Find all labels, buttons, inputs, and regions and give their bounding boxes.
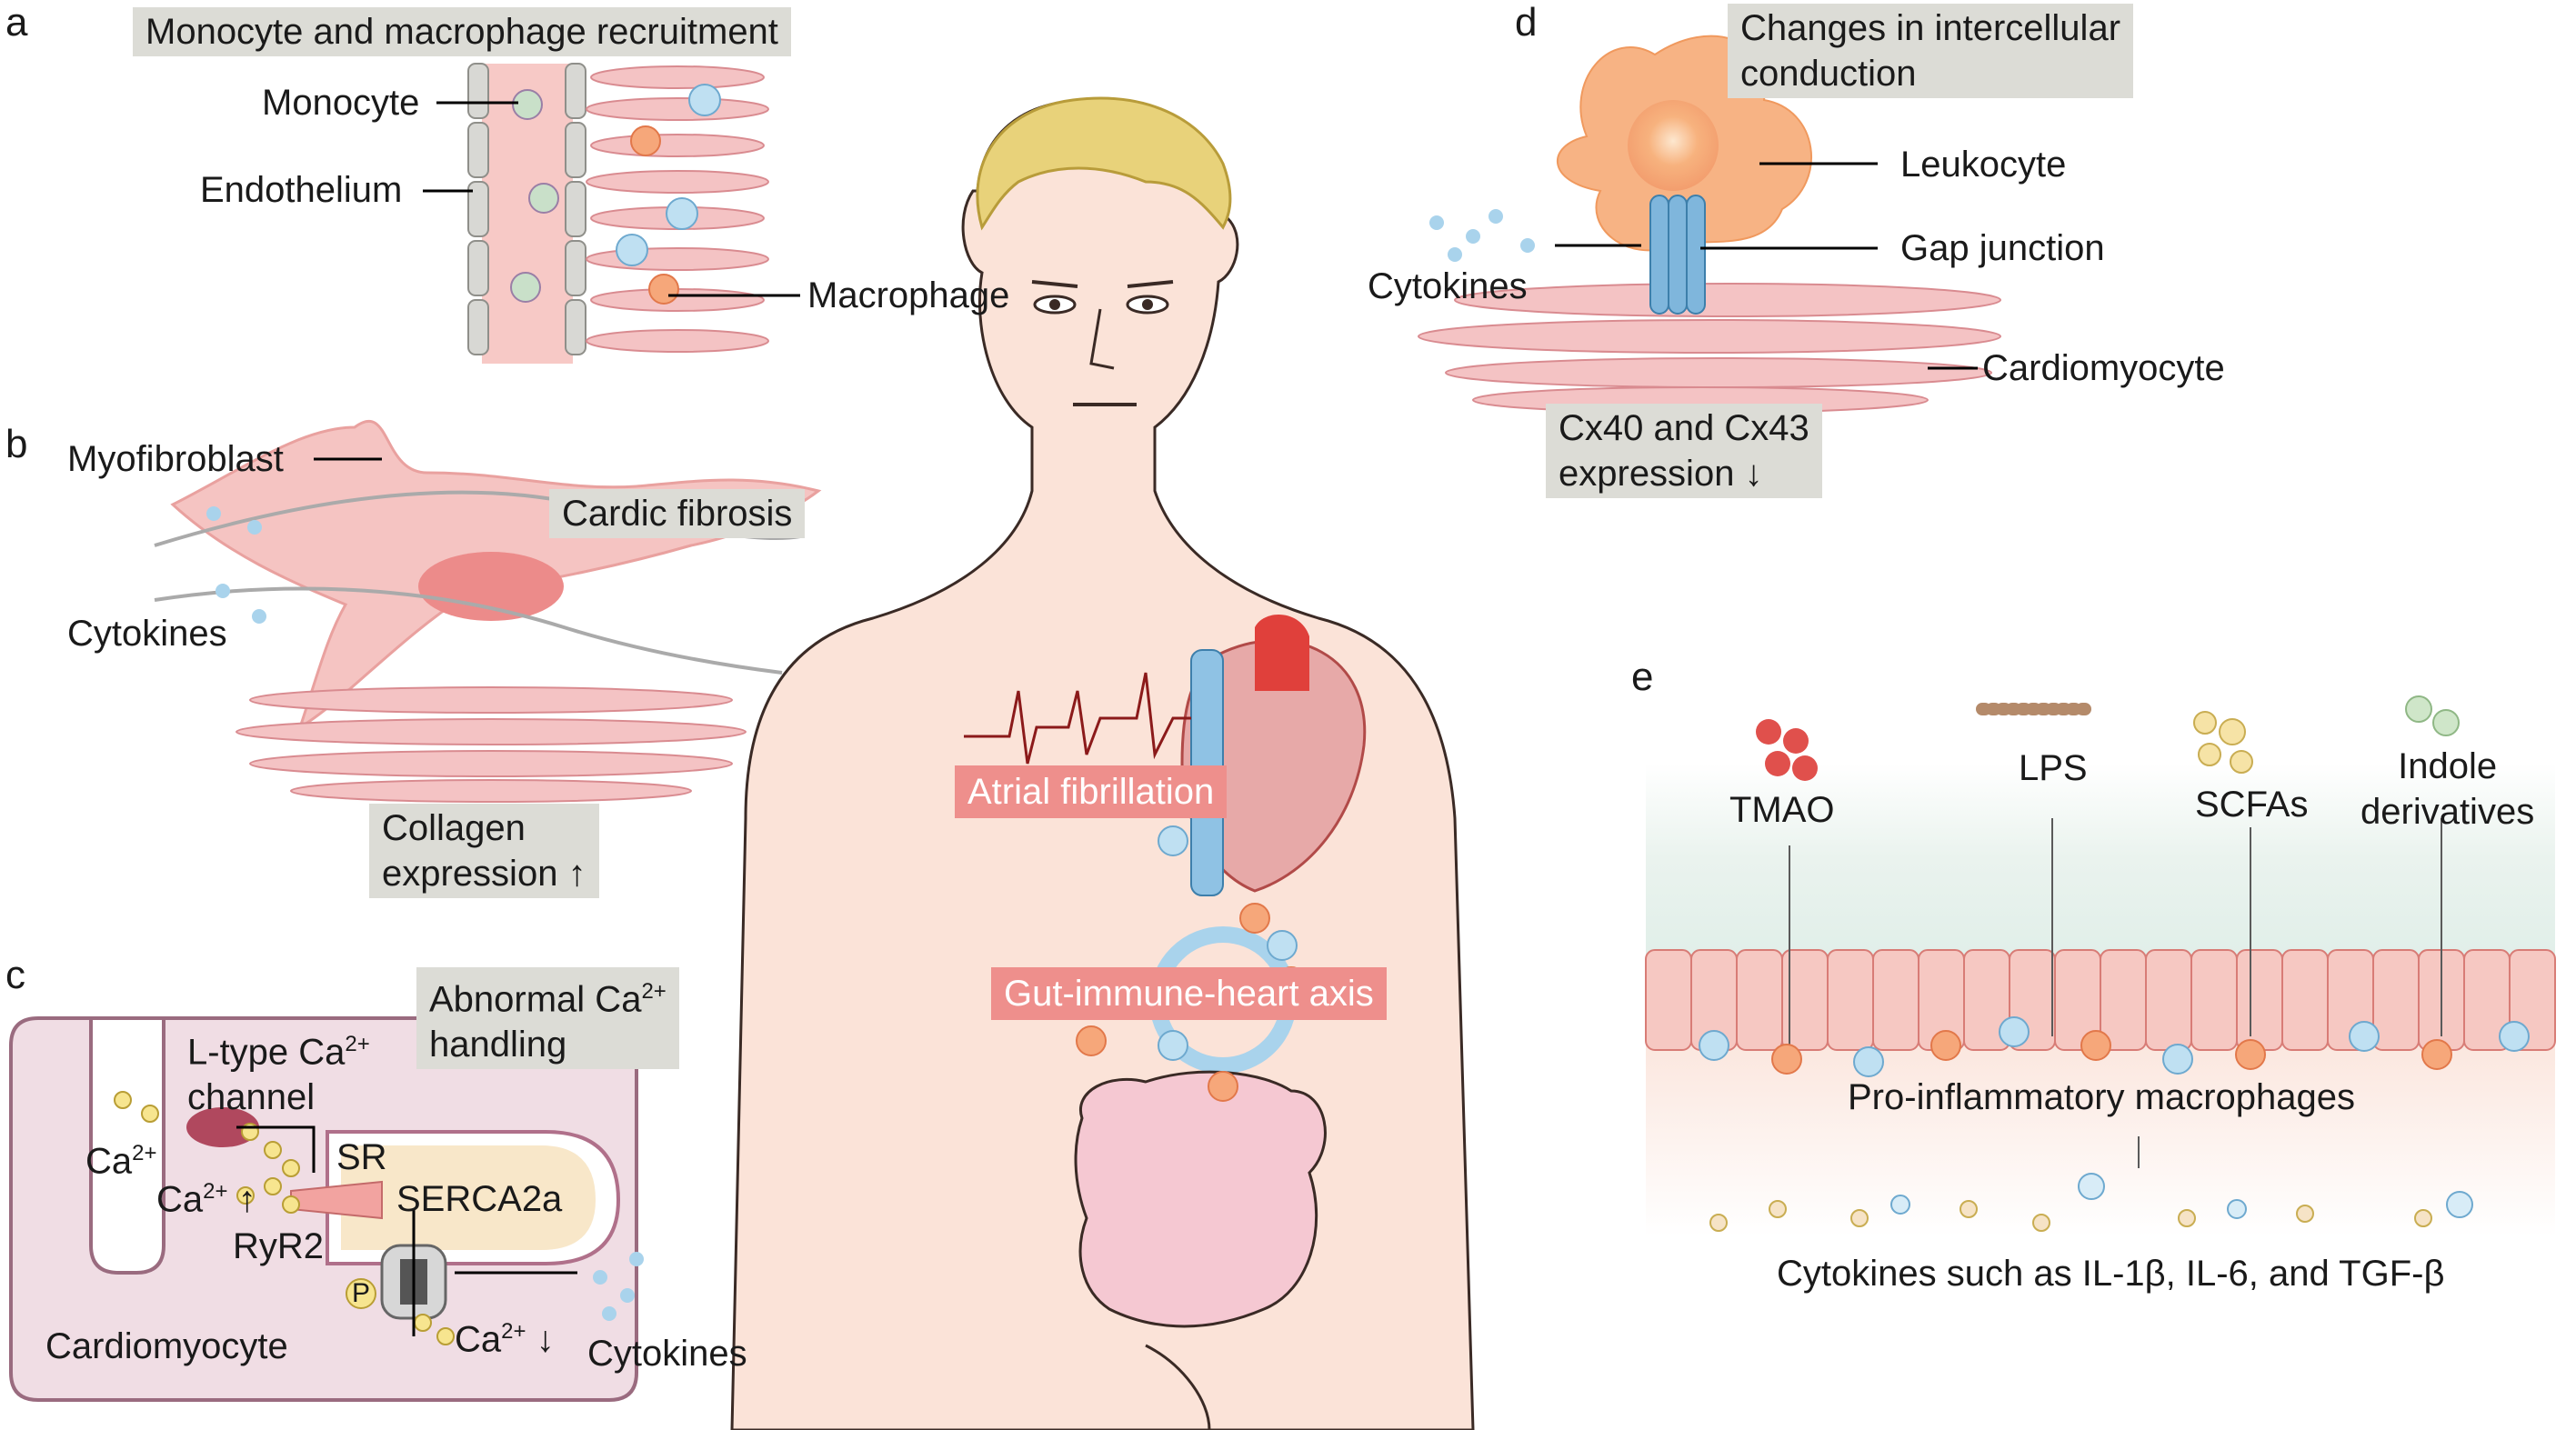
label-gap-junction: Gap junction (1900, 228, 2105, 268)
ca-in-sup: 2+ (132, 1141, 157, 1165)
label-indole-derivatives: Indole derivatives (2360, 744, 2534, 835)
label-tmao: TMAO (1729, 790, 1835, 830)
label-scfas: SCFAs (2195, 785, 2309, 825)
panel-letter-c: c (5, 953, 25, 997)
label-ca-down: Ca2+ ↓ (455, 1309, 555, 1362)
panel-letter-a: a (5, 0, 28, 45)
label-proinflammatory-macrophages: Pro-inflammatory macrophages (1848, 1077, 2355, 1117)
leader-lines (314, 101, 1978, 461)
label-cytokines-c: Cytokines (587, 1334, 747, 1374)
collagen-line1: Collagen (382, 808, 526, 848)
label-serca2a: SERCA2a (396, 1179, 563, 1219)
ca-up-arrow: ↑ (237, 1179, 256, 1220)
atrial-fibrillation-label: Atrial fibrillation (955, 765, 1228, 818)
label-leukocyte: Leukocyte (1900, 145, 2067, 185)
panel-letter-e: e (1631, 655, 1654, 699)
cx-line2: expression ↓ (1559, 454, 1763, 494)
label-ca-in: Ca2+ (85, 1131, 157, 1184)
label-phosphate: P (352, 1278, 371, 1308)
label-myofibroblast: Myofibroblast (67, 439, 284, 479)
c-title-line2: handling (429, 1025, 567, 1065)
c-title-text: Abnormal Ca (429, 979, 642, 1020)
panel-letter-d: d (1515, 0, 1538, 45)
panel-b-title: Cardic fibrosis (549, 489, 806, 538)
label-ltype-channel: L-type Ca2+ channel (187, 1022, 370, 1120)
label-cytokines-d: Cytokines (1368, 266, 1528, 306)
label-endothelium: Endothelium (200, 170, 403, 210)
ca-down-sup: 2+ (501, 1319, 526, 1344)
ca-up-text: Ca (156, 1179, 204, 1220)
panel-a-title: Monocyte and macrophage recruitment (133, 7, 791, 56)
gut-immune-heart-axis-label: Gut-immune-heart axis (991, 967, 1387, 1020)
panel-c-cardiomyocyte (9, 1016, 644, 1402)
indole-line2: derivatives (2360, 792, 2535, 832)
ltype-text: L-type Ca (187, 1032, 346, 1073)
indole-line1: Indole (2398, 746, 2498, 786)
panel-a-vessel (467, 63, 769, 364)
panel-c-title: Abnormal Ca2+ handling (416, 967, 679, 1070)
ltype-sup: 2+ (345, 1032, 370, 1056)
label-lps: LPS (2019, 748, 2088, 788)
label-monocyte: Monocyte (262, 83, 420, 123)
c-title-sup: 2+ (641, 979, 667, 1004)
d-title-line2: conduction (1740, 54, 1917, 94)
label-cardiomyocyte-d: Cardiomyocyte (1982, 348, 2225, 388)
panel-d-title: Changes in intercellular conduction (1728, 4, 2134, 98)
collagen-line2: expression ↑ (382, 854, 586, 894)
ca-down-text: Ca (455, 1319, 502, 1360)
panel-letter-b: b (5, 422, 28, 466)
label-cytokines-b: Cytokines (67, 614, 227, 654)
ca-in-text: Ca (85, 1141, 133, 1182)
collagen-expression-box: Collagen expression ↑ (369, 804, 599, 898)
label-macrophage: Macrophage (807, 275, 1010, 315)
label-ryr2: RyR2 (233, 1226, 325, 1266)
ca-up-sup: 2+ (203, 1179, 228, 1204)
label-cardiomyocyte-c: Cardiomyocyte (45, 1326, 288, 1366)
cx-line1: Cx40 and Cx43 (1559, 408, 1809, 448)
ltype-line2: channel (187, 1077, 316, 1118)
label-sr: SR (336, 1137, 387, 1177)
label-ca-up: Ca2+ ↑ (156, 1169, 256, 1222)
panel-e-gut (1645, 695, 2556, 1236)
label-cytokines-e: Cytokines such as IL-1β, IL-6, and TGF-β (1777, 1254, 2445, 1294)
cx-expression-box: Cx40 and Cx43 expression ↓ (1546, 404, 1822, 498)
ca-down-arrow: ↓ (536, 1319, 555, 1360)
d-title-line1: Changes in intercellular (1740, 8, 2121, 48)
